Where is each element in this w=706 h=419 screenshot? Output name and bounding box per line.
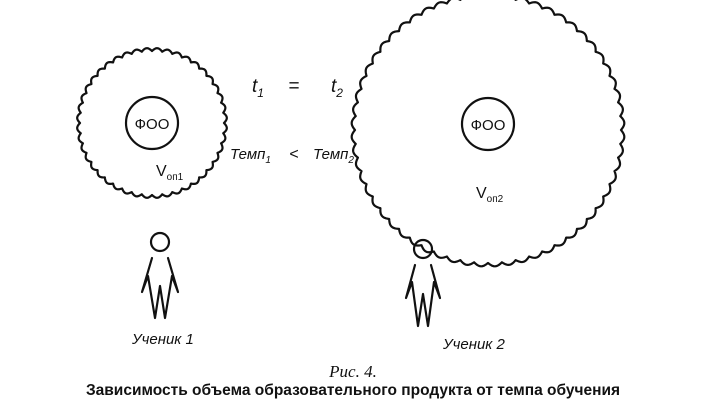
core-circle-2	[460, 96, 516, 152]
student-label-1: Ученик 1	[131, 331, 194, 348]
student-label-2: Ученик 2	[442, 336, 506, 353]
student-head-2	[412, 238, 434, 260]
time-right: t2	[331, 76, 343, 100]
tempo-right: Темп2	[313, 146, 354, 166]
core-circle-1	[124, 95, 180, 151]
time-equals: =	[288, 76, 299, 97]
student-body-1	[140, 256, 180, 320]
volume-label-2: Vоп2	[476, 185, 504, 205]
student-head-1	[149, 231, 171, 253]
tempo-left: Темп1	[230, 146, 271, 166]
student-figure-1	[140, 231, 180, 320]
student-figure-2	[404, 238, 442, 328]
volume-label-1: Vоп1	[156, 163, 184, 183]
figure-title: Зависимость объема образовательного прод…	[85, 382, 621, 399]
student-body-2	[404, 263, 442, 328]
core-label-2: ФОО	[471, 117, 506, 134]
figure-number: Рис. 4.	[329, 362, 377, 381]
tempo-less-than: <	[289, 146, 298, 163]
volume-circle-1	[76, 47, 228, 199]
time-left: t1	[252, 76, 264, 100]
volume-circle-2	[350, 0, 626, 268]
core-label-1: ФОО	[135, 116, 170, 133]
